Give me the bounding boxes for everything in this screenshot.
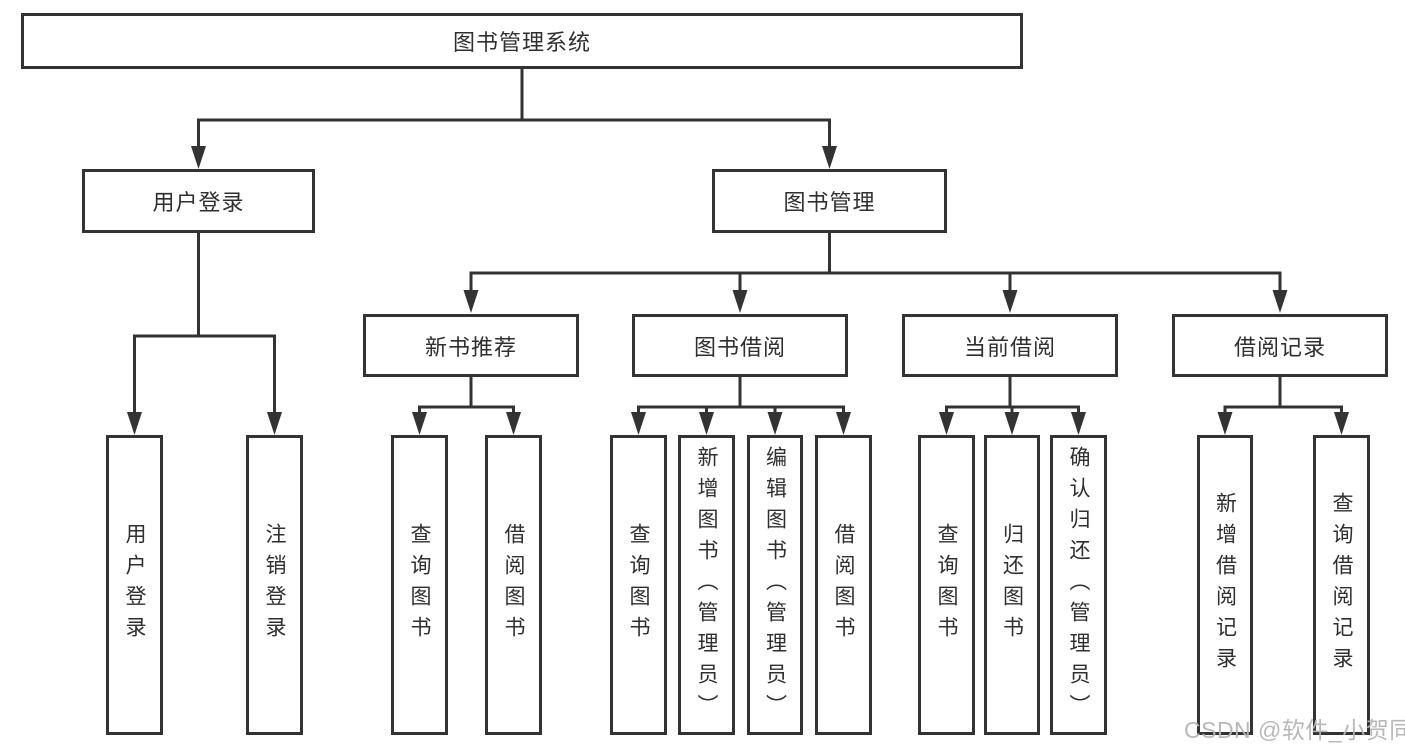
arrow-down-icon (1071, 412, 1086, 435)
node-new-book-recommend: 新书推荐 (363, 314, 579, 377)
node-book-borrow-label: 图书借阅 (693, 334, 786, 360)
arrow-down-icon (939, 412, 954, 435)
leaf-logout: 注销登录 (246, 435, 303, 735)
arrow-down-icon (412, 412, 427, 435)
leaf-add-books-admin: 新增图书（管理员） (678, 435, 735, 735)
node-new-book-recommend-label: 新书推荐 (424, 334, 517, 360)
arrow-down-icon (822, 146, 837, 169)
arrow-down-icon (836, 412, 851, 435)
csdn-watermark: CSDN @软件_小贺同学 (1184, 717, 1405, 743)
leaf-edit-books-admin: 编辑图书（管理员） (747, 435, 803, 735)
arrow-down-icon (1217, 412, 1233, 435)
arrow-down-icon (631, 412, 646, 435)
node-book-management: 图书管理 (712, 169, 947, 233)
leaf-return-books: 归还图书 (984, 435, 1040, 735)
leaf-query-books-borrow-label: 查询图书 (627, 523, 650, 647)
leaf-query-books-current-label: 查询图书 (935, 523, 958, 647)
node-root-label: 图书管理系统 (452, 30, 591, 55)
arrow-down-icon (1334, 412, 1349, 435)
leaf-add-borrow-record-label: 新增借阅记录 (1213, 492, 1237, 678)
leaf-query-borrow-record-label: 查询借阅记录 (1330, 492, 1353, 678)
leaf-add-borrow-record: 新增借阅记录 (1197, 435, 1253, 735)
leaf-borrow-books: 借阅图书 (815, 435, 872, 735)
leaf-borrow-books-label: 借阅图书 (832, 523, 855, 647)
leaf-query-borrow-record: 查询借阅记录 (1313, 435, 1370, 735)
leaf-return-books-label: 归还图书 (1000, 523, 1024, 647)
node-current-borrow-label: 当前借阅 (963, 334, 1056, 360)
node-borrow-records: 借阅记录 (1172, 314, 1388, 377)
arrow-down-icon (732, 290, 748, 313)
node-book-borrow: 图书借阅 (632, 314, 848, 377)
node-root: 图书管理系统 (21, 13, 1023, 69)
leaf-borrow-books-recommend: 借阅图书 (485, 435, 542, 735)
leaf-edit-books-admin-label: 编辑图书（管理员） (763, 445, 787, 725)
leaf-query-books-current: 查询图书 (918, 435, 975, 735)
leaf-query-books-recommend-label: 查询图书 (408, 523, 431, 647)
arrow-down-icon (1004, 412, 1020, 435)
leaf-confirm-return-admin: 确认归还（管理员） (1050, 435, 1107, 735)
arrow-down-icon (267, 412, 282, 435)
arrow-down-icon (463, 290, 479, 313)
arrow-down-icon (1002, 290, 1018, 313)
leaf-add-books-admin-label: 新增图书（管理员） (695, 445, 718, 725)
arrow-down-icon (127, 412, 142, 435)
arrow-down-icon (699, 412, 714, 435)
node-user-login-label: 用户登录 (152, 190, 245, 215)
node-current-borrow: 当前借阅 (902, 314, 1118, 377)
arrow-down-icon (506, 412, 521, 435)
node-user-login: 用户登录 (82, 169, 315, 233)
leaf-borrow-books-recommend-label: 借阅图书 (502, 523, 525, 647)
arrow-down-icon (191, 146, 206, 169)
leaf-query-books-recommend: 查询图书 (391, 435, 448, 735)
leaf-user-login-label: 用户登录 (123, 523, 146, 647)
arrow-down-icon (1272, 290, 1288, 313)
leaf-logout-label: 注销登录 (263, 523, 286, 647)
arrow-down-icon (767, 412, 783, 435)
leaf-query-books-borrow: 查询图书 (610, 435, 667, 735)
node-borrow-records-label: 借阅记录 (1233, 334, 1326, 360)
leaf-confirm-return-admin-label: 确认归还（管理员） (1067, 445, 1090, 725)
node-book-management-label: 图书管理 (783, 190, 876, 215)
leaf-user-login: 用户登录 (106, 435, 163, 735)
